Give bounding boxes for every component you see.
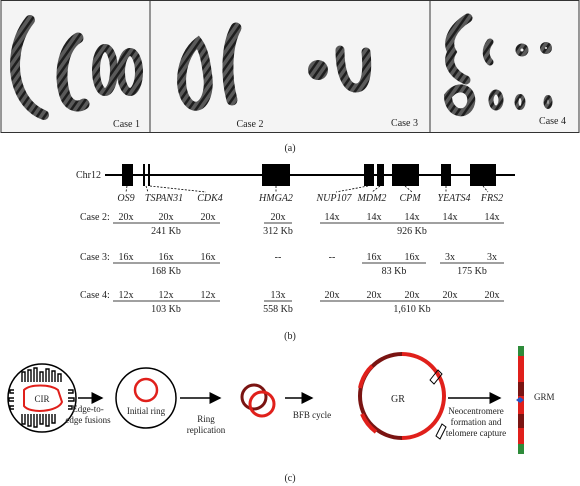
case-1-label: Case 1	[113, 119, 140, 130]
case-3-label: Case 3	[391, 118, 418, 129]
case-3-chromosomes	[308, 45, 372, 93]
initial-ring-label: Initial ring	[127, 406, 166, 416]
step-ring-replication-line-2: replication	[187, 425, 226, 435]
copy-number: 20x	[443, 290, 458, 301]
copy-number: 20x	[325, 290, 340, 301]
segment-size: 168 Kb	[151, 266, 181, 277]
copy-number: 12x	[119, 290, 134, 301]
copy-number: 16x	[119, 252, 134, 263]
copy-number: --	[275, 252, 282, 263]
panel-c: CIR Edge-to- edge fusions Initial ring R…	[0, 340, 580, 486]
case-4-row: Case 4: 12x 12x 12x 13x 20x 20x 20x 20x …	[80, 290, 504, 315]
gene-os9: OS9	[117, 193, 134, 204]
gene-mdm2: MDM2	[357, 193, 387, 204]
gene-frs2: FRS2	[480, 193, 503, 204]
gene-block-os9	[122, 164, 133, 186]
panel-c-figure: CIR Edge-to- edge fusions Initial ring R…	[7, 346, 555, 484]
gene-tspan31: TSPAN31	[145, 193, 183, 204]
gene-block-hmga2	[262, 164, 290, 186]
copy-number: 16x	[367, 252, 382, 263]
row-label: Case 4:	[80, 290, 110, 301]
copy-number: 12x	[159, 290, 174, 301]
copy-number: 20x	[201, 212, 216, 223]
segment-size: 312 Kb	[263, 226, 293, 237]
gene-connectors	[125, 185, 489, 193]
grm-bar	[516, 346, 524, 454]
gene-names: OS9 TSPAN31 CDK4 HMGA2 NUP107 MDM2 CPM Y…	[117, 193, 503, 204]
gene-block-tspan31-b	[148, 164, 150, 186]
copy-number: 14x	[485, 212, 500, 223]
gene-block-cpm	[392, 164, 419, 186]
cir-nucleus: CIR	[7, 363, 77, 433]
gene-block-nup107	[364, 164, 374, 186]
copy-number: 12x	[201, 290, 216, 301]
gene-block-mdm2	[377, 164, 384, 186]
case-2-chromosomes	[177, 22, 242, 111]
step-edge-fusions-line-2: edge fusions	[65, 415, 111, 425]
copy-number: 16x	[201, 252, 216, 263]
gene-cpm: CPM	[399, 193, 421, 204]
panel-b-label: (b)	[284, 331, 296, 342]
step-ring-replication-line-1: Ring	[197, 414, 215, 424]
step-bfb-cycle: BFB cycle	[293, 410, 331, 420]
gene-block-yeats4	[441, 164, 451, 186]
case-4-label: Case 4	[539, 116, 566, 127]
step-neocentromere-line-2: formation and	[451, 417, 502, 427]
giant-ring: GR	[358, 352, 447, 440]
copy-number: 3x	[445, 252, 455, 263]
copy-number: 13x	[271, 290, 286, 301]
gene-block-tspan31-a	[143, 164, 145, 186]
segment-size: 83 Kb	[382, 266, 407, 277]
case-1-chromosomes	[10, 15, 143, 120]
segment-size: 103 Kb	[151, 304, 181, 315]
step-neocentromere-line-3: telomere capture	[446, 428, 506, 438]
panel-c-label: (c)	[284, 473, 295, 484]
panel-a: Case 1 Case 2 Case 3 Case 4 (a)	[0, 0, 580, 160]
panel-b: Chr12 OS9 TSPAN31 CDK4 HMGA2	[0, 160, 580, 350]
copy-number: 14x	[325, 212, 340, 223]
gene-cdk4: CDK4	[197, 193, 223, 204]
gene-block-frs2	[470, 164, 496, 186]
copy-number: 14x	[367, 212, 382, 223]
gene-hmga2: HMGA2	[258, 193, 293, 204]
case-1-frame	[0, 0, 151, 133]
copy-number: 20x	[119, 212, 134, 223]
step-edge-fusions-line-1: Edge-to-	[72, 404, 104, 414]
segment-size: 1,610 Kb	[393, 304, 430, 315]
copy-number: 16x	[405, 252, 420, 263]
copy-number: 3x	[487, 252, 497, 263]
gene-nup107: NUP107	[316, 193, 353, 204]
segment-size: 241 Kb	[151, 226, 181, 237]
panel-a-label: (a)	[284, 143, 295, 154]
row-label: Case 3:	[80, 252, 110, 263]
gr-label: GR	[391, 394, 405, 405]
replicated-rings	[240, 383, 276, 418]
copy-number: 20x	[485, 290, 500, 301]
case-2-label: Case 2	[237, 119, 264, 130]
case-3-row: Case 3: 16x 16x 16x -- -- 16x 16x 3x 3x …	[80, 252, 504, 277]
case-4-chromosomes	[443, 13, 553, 117]
gene-yeats4: YEATS4	[438, 193, 471, 204]
panel-a-figure: Case 1 Case 2 Case 3 Case 4 (a)	[0, 0, 580, 154]
case-2-3-frame	[149, 0, 431, 133]
copy-number: 14x	[405, 212, 420, 223]
chromosome-label: Chr12	[76, 170, 101, 181]
grm-label: GRM	[534, 392, 555, 402]
initial-ring-cell: Initial ring	[115, 367, 177, 429]
copy-number: 20x	[271, 212, 286, 223]
segment-size: 558 Kb	[263, 304, 293, 315]
case-2-row: Case 2: 20x 20x 20x 20x 14x 14x 14x 14x …	[80, 212, 504, 237]
segment-size: 175 Kb	[457, 266, 487, 277]
row-label: Case 2:	[80, 212, 110, 223]
copy-number: 20x	[367, 290, 382, 301]
copy-number: 14x	[443, 212, 458, 223]
copy-number: 20x	[159, 212, 174, 223]
step-neocentromere-line-1: Neocentromere	[448, 406, 503, 416]
copy-number: 16x	[159, 252, 174, 263]
copy-number: 20x	[405, 290, 420, 301]
cir-label: CIR	[34, 394, 49, 404]
copy-number: --	[329, 252, 336, 263]
panel-b-figure: Chr12 OS9 TSPAN31 CDK4 HMGA2	[76, 164, 515, 342]
segment-size: 926 Kb	[397, 226, 427, 237]
